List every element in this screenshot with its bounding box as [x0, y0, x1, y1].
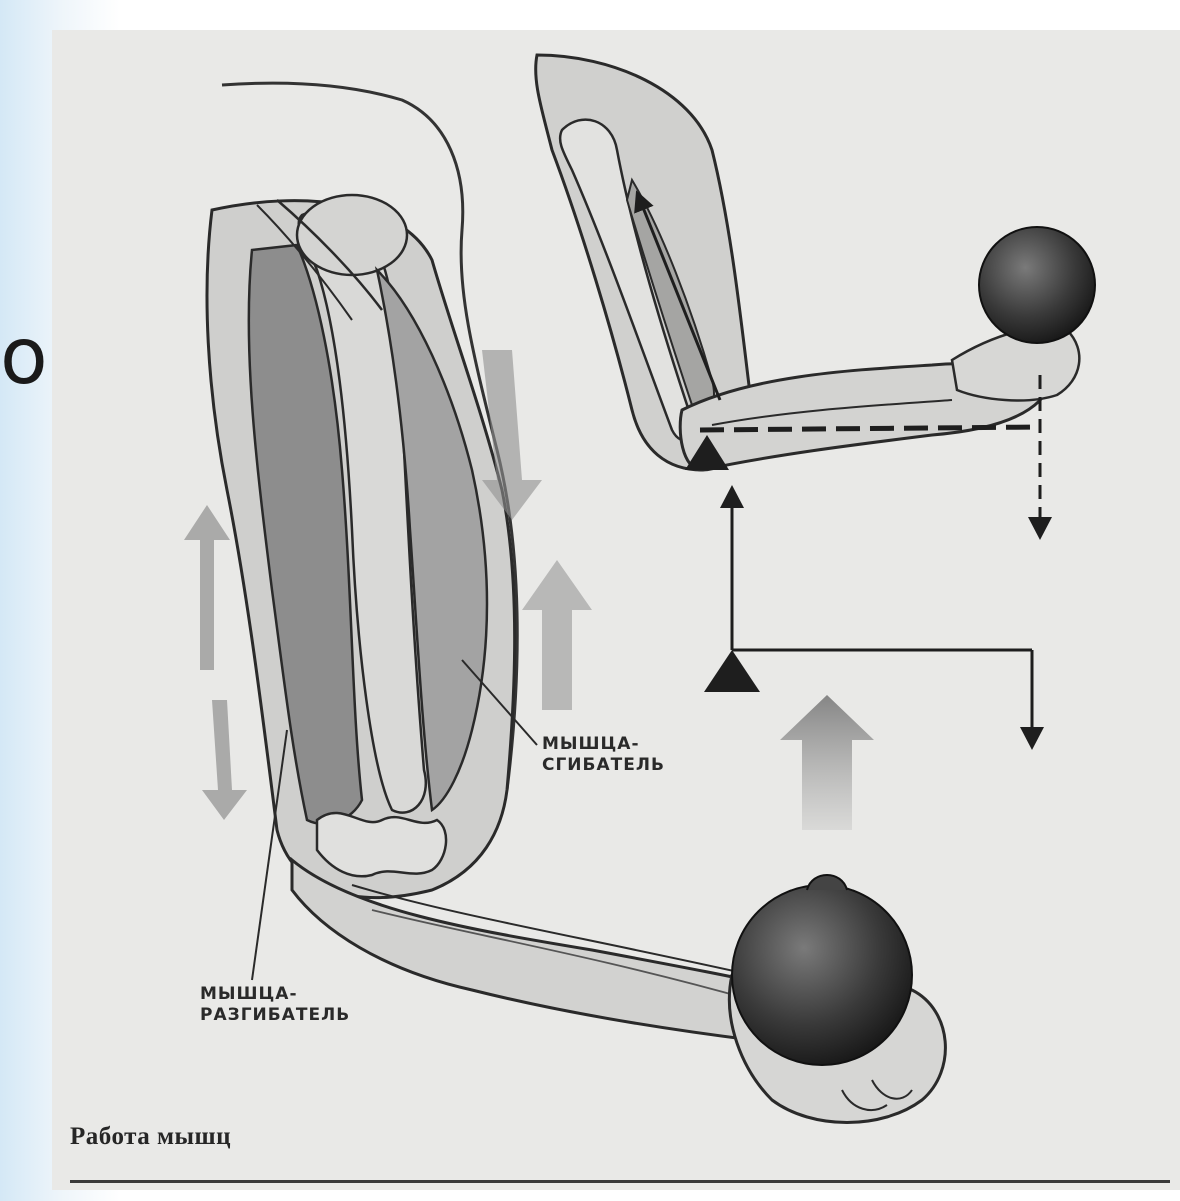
slide-edge-glyph: о: [0, 318, 48, 396]
flexor-label-line-2: СГИБАТЕЛЬ: [542, 755, 665, 776]
flexor-label-line-1: МЫШЦА-: [542, 734, 665, 755]
extensor-label: МЫШЦА- РАЗГИБАТЕЛЬ: [200, 984, 350, 1026]
flexor-label: МЫШЦА- СГИБАТЕЛЬ: [542, 734, 665, 776]
motion-arrow-down-left: [202, 700, 247, 820]
motion-arrow-up-left: [184, 505, 230, 670]
load-arrowhead-top: [1028, 517, 1052, 540]
extensor-label-line-2: РАЗГИБАТЕЛЬ: [200, 1005, 350, 1026]
muscle-diagram-figure: МЫШЦА- СГИБАТЕЛЬ МЫШЦА- РАЗГИБАТЕЛЬ Рабо…: [52, 30, 1180, 1190]
lever-scheme: [704, 485, 1044, 830]
caption-rule: [70, 1180, 1170, 1183]
large-ball: [732, 885, 912, 1065]
motion-arrow-up-right: [522, 560, 592, 710]
load-arrowhead: [1020, 727, 1044, 750]
effort-arrowhead: [720, 485, 744, 508]
figure-caption: Работа мышц: [70, 1123, 231, 1151]
small-ball: [979, 227, 1095, 343]
elbow-joint: [317, 813, 446, 876]
bent-arm: [536, 55, 1095, 540]
ball-handle: [807, 875, 847, 890]
lift-arrow: [780, 695, 874, 830]
fulcrum-triangle: [704, 650, 760, 692]
extended-arm: [184, 83, 945, 1122]
humerus-head: [297, 195, 407, 275]
extensor-label-line-1: МЫШЦА-: [200, 984, 350, 1005]
